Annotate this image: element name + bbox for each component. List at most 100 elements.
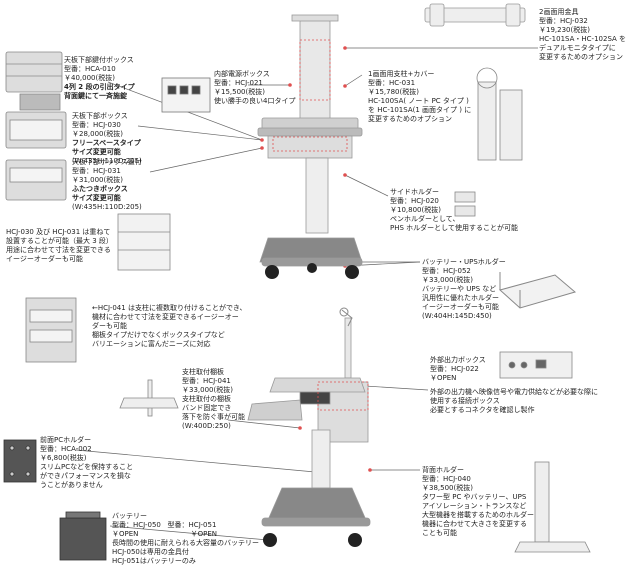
rear-holder-name: 背面ホルダー xyxy=(422,466,464,474)
lid-box-size: (W:435H:110D:205) xyxy=(72,203,142,211)
ext-box-desc3: 必要とするコネクタを確認し製作 xyxy=(430,406,535,414)
pole-image xyxy=(476,67,523,161)
side-holder-label: サイドホルダー 型番：HCJ-020 ￥10,800(税抜) ペンホルダーとして… xyxy=(390,188,518,233)
ext-box-price: ￥OPEN xyxy=(430,374,457,382)
power-box-desc1: 使い勝手の良い4口タイプ xyxy=(214,97,296,105)
battery-holder-name: バッテリー・UPSホルダー xyxy=(422,258,506,266)
power-box-label: 内部電源ボックス 型番：HCJ-021 ￥15,500(税抜) 使い勝手の良い4… xyxy=(214,70,295,106)
shelf-note-desc3: ダーも可能 xyxy=(92,322,127,330)
lock-box-image xyxy=(5,51,63,111)
stack-box-image xyxy=(117,213,171,271)
battery-holder-price: ￥33,000(税抜) xyxy=(422,276,473,284)
upper-cart xyxy=(257,14,363,267)
upper-cart-wheels xyxy=(265,263,359,279)
rear-holder-desc5: ことも可能 xyxy=(422,529,457,537)
shelf-price: ￥33,000(税抜) xyxy=(182,386,233,394)
battery-prices: ￥OPEN ￥OPEN xyxy=(112,530,259,539)
pc-holder-model: 型番：HCA-002 xyxy=(40,445,92,453)
dual-mount-price: ￥19,230(税抜) xyxy=(539,26,590,34)
free-box-desc1: フリースペースタイプ xyxy=(72,139,141,147)
shelf-note-desc1: ←HCJ-041 は支柱に複数取り付けることができ、 xyxy=(92,304,247,312)
battery-label: バッテリー 型番：HCJ-050 型番：HCJ-051 ￥OPEN ￥OPEN … xyxy=(112,512,259,566)
pc-holder-desc1: スリムPCなどを保持すること xyxy=(40,463,134,471)
lock-box-label: 天板下部鍵付ボックス 型番：HCA-010 ￥40,000(税抜) 4列 2 段… xyxy=(64,56,135,101)
battery-desc3: HCJ-051はバッテリーのみ xyxy=(112,557,196,565)
shelf-name: 支柱取付棚板 xyxy=(182,368,224,376)
battery-holder-model: 型番：HCJ-052 xyxy=(422,267,471,275)
lock-box-name: 天板下部鍵付ボックス xyxy=(64,56,134,64)
lower-cart xyxy=(247,317,371,527)
lid-box-image xyxy=(5,159,67,201)
stack-desc2: 設置することが可能（最大 3 段） xyxy=(6,237,113,245)
shelf-image xyxy=(119,379,179,417)
pole-desc1: HC-100SA( ノート PC タイプ ) xyxy=(368,97,469,105)
side-holder-image xyxy=(454,191,476,217)
rear-holder-image xyxy=(514,461,591,553)
rear-holder-model: 型番：HCJ-040 xyxy=(422,475,471,483)
shelf-note-desc2: 機材に合わせて寸法を変更できるイージーオー xyxy=(92,313,239,321)
dual-mount-desc2: デュアルモニタタイプに xyxy=(539,44,616,52)
shelf-note-desc5: バリエーションに富んだニーズに対応 xyxy=(92,340,211,348)
pole-price: ￥15,780(税抜) xyxy=(368,88,419,96)
rear-holder-label: 背面ホルダー 型番：HCJ-040 ￥38,500(税抜) タワー型 PC やバ… xyxy=(422,466,534,538)
shelf-desc3: 落下を防ぐ事が可能 xyxy=(182,413,245,421)
side-holder-desc1: ペンホルダーとして、 xyxy=(390,215,460,223)
battery-price1: ￥OPEN xyxy=(112,530,139,538)
shelf-desc2: バンド固定でき xyxy=(182,404,232,412)
battery-holder-size: (W:404H:145D:450) xyxy=(422,312,492,320)
battery-holder-label: バッテリー・UPSホルダー 型番：HCJ-052 ￥33,000(税抜) バッテ… xyxy=(422,258,506,321)
rear-holder-desc3: 大型機器を搭載するためのホルダー xyxy=(422,511,534,519)
pc-holder-desc2: ができパフォーマンスを損な xyxy=(40,472,131,480)
battery-name: バッテリー xyxy=(112,512,147,520)
rear-holder-desc2: アイソレーション・トランスなど xyxy=(422,502,527,510)
lock-box-desc2: 背面鍵にて一斉施錠 xyxy=(64,92,127,100)
dual-mount-desc1: HC-101SA・HC-102SA を xyxy=(539,35,626,43)
free-box-desc2: サイズ変更可能 xyxy=(72,148,121,156)
shelf-model: 型番：HCJ-041 xyxy=(182,377,231,385)
shelf-size: (W:400D:250) xyxy=(182,422,231,430)
shelf-desc1: 支柱取付の棚板 xyxy=(182,395,231,403)
shelf-note-desc4: 棚板タイプだけでなくボックスタイプなど xyxy=(92,331,225,339)
leader-lines xyxy=(75,47,538,541)
lid-box-desc1: ふたつきボックス xyxy=(72,185,128,193)
stack-desc3: 用途に合わせて寸法を変更できる xyxy=(6,246,111,254)
lid-box-label: 天板下部ボックス蓋付 型番：HCJ-031 ￥31,000(税抜) ふたつきボッ… xyxy=(72,158,142,212)
ext-box-desc2: 使用する接続ボックス xyxy=(430,397,500,405)
side-holder-desc2: PHS ホルダーとして使用することが可能 xyxy=(390,224,518,232)
lid-box-price: ￥31,000(税抜) xyxy=(72,176,123,184)
pc-holder-image xyxy=(3,439,37,483)
ext-box-desc1: 外部の出力機へ映像信号や電力供給などが必要な際に xyxy=(430,388,598,396)
free-box-price: ￥28,000(税抜) xyxy=(72,130,123,138)
lid-box-name: 天板下部ボックス蓋付 xyxy=(72,158,142,166)
ext-box-image xyxy=(499,351,573,379)
pole-name: 1画面用支柱+カバー xyxy=(368,70,435,78)
multi-shelf-image xyxy=(25,297,77,363)
dual-mount-image xyxy=(424,3,526,27)
lock-box-model: 型番：HCA-010 xyxy=(64,65,116,73)
pole-desc3: 変更するためのオプション xyxy=(368,115,452,123)
free-box-size: (W:435H:110D:205) xyxy=(72,157,142,165)
dual-mount-label: 2画面用金具 型番：HCJ-032 ￥19,230(税抜) HC-101SA・H… xyxy=(539,8,626,62)
battery-holder-desc3: イージーオーダーも可能 xyxy=(422,303,499,311)
ext-box-name: 外部出力ボックス xyxy=(430,356,486,364)
stack-note: HCJ-030 及び HCJ-031 は重ねて 設置することが可能（最大 3 段… xyxy=(6,228,113,264)
ext-box-model: 型番：HCJ-022 xyxy=(430,365,479,373)
battery-desc1: 長時間の使用に耐えられる大容量のバッテリー xyxy=(112,539,259,547)
pc-holder-label: 前面PCホルダー 型番：HCA-002 ￥6,800(税抜) スリムPCなどを保… xyxy=(40,436,133,490)
ext-box-desc: 外部の出力機へ映像信号や電力供給などが必要な際に 使用する接続ボックス 必要とす… xyxy=(430,388,598,415)
battery-models: 型番：HCJ-050 型番：HCJ-051 xyxy=(112,521,259,530)
side-holder-price: ￥10,800(税抜) xyxy=(390,206,441,214)
power-box-model: 型番：HCJ-021 xyxy=(214,79,263,87)
shelf-note: ←HCJ-041 は支柱に複数取り付けることができ、 機材に合わせて寸法を変更で… xyxy=(92,304,246,349)
lock-box-desc1: 4列 2 段の引出タイプ xyxy=(64,83,135,91)
lock-box-price: ￥40,000(税抜) xyxy=(64,74,115,82)
battery-model1: 型番：HCJ-050 xyxy=(112,521,161,529)
lower-cart-wheels xyxy=(263,533,362,547)
stack-desc4: イージーオーダーも可能 xyxy=(6,255,83,263)
pole-label: 1画面用支柱+カバー 型番：HC-031 ￥15,780(税抜) HC-100S… xyxy=(368,70,471,124)
ext-box-label: 外部出力ボックス 型番：HCJ-022 ￥OPEN xyxy=(430,356,486,383)
battery-holder-image xyxy=(498,272,577,309)
battery-desc2: HCJ-050は専用の金具付 xyxy=(112,548,189,556)
power-box-name: 内部電源ボックス xyxy=(214,70,270,78)
